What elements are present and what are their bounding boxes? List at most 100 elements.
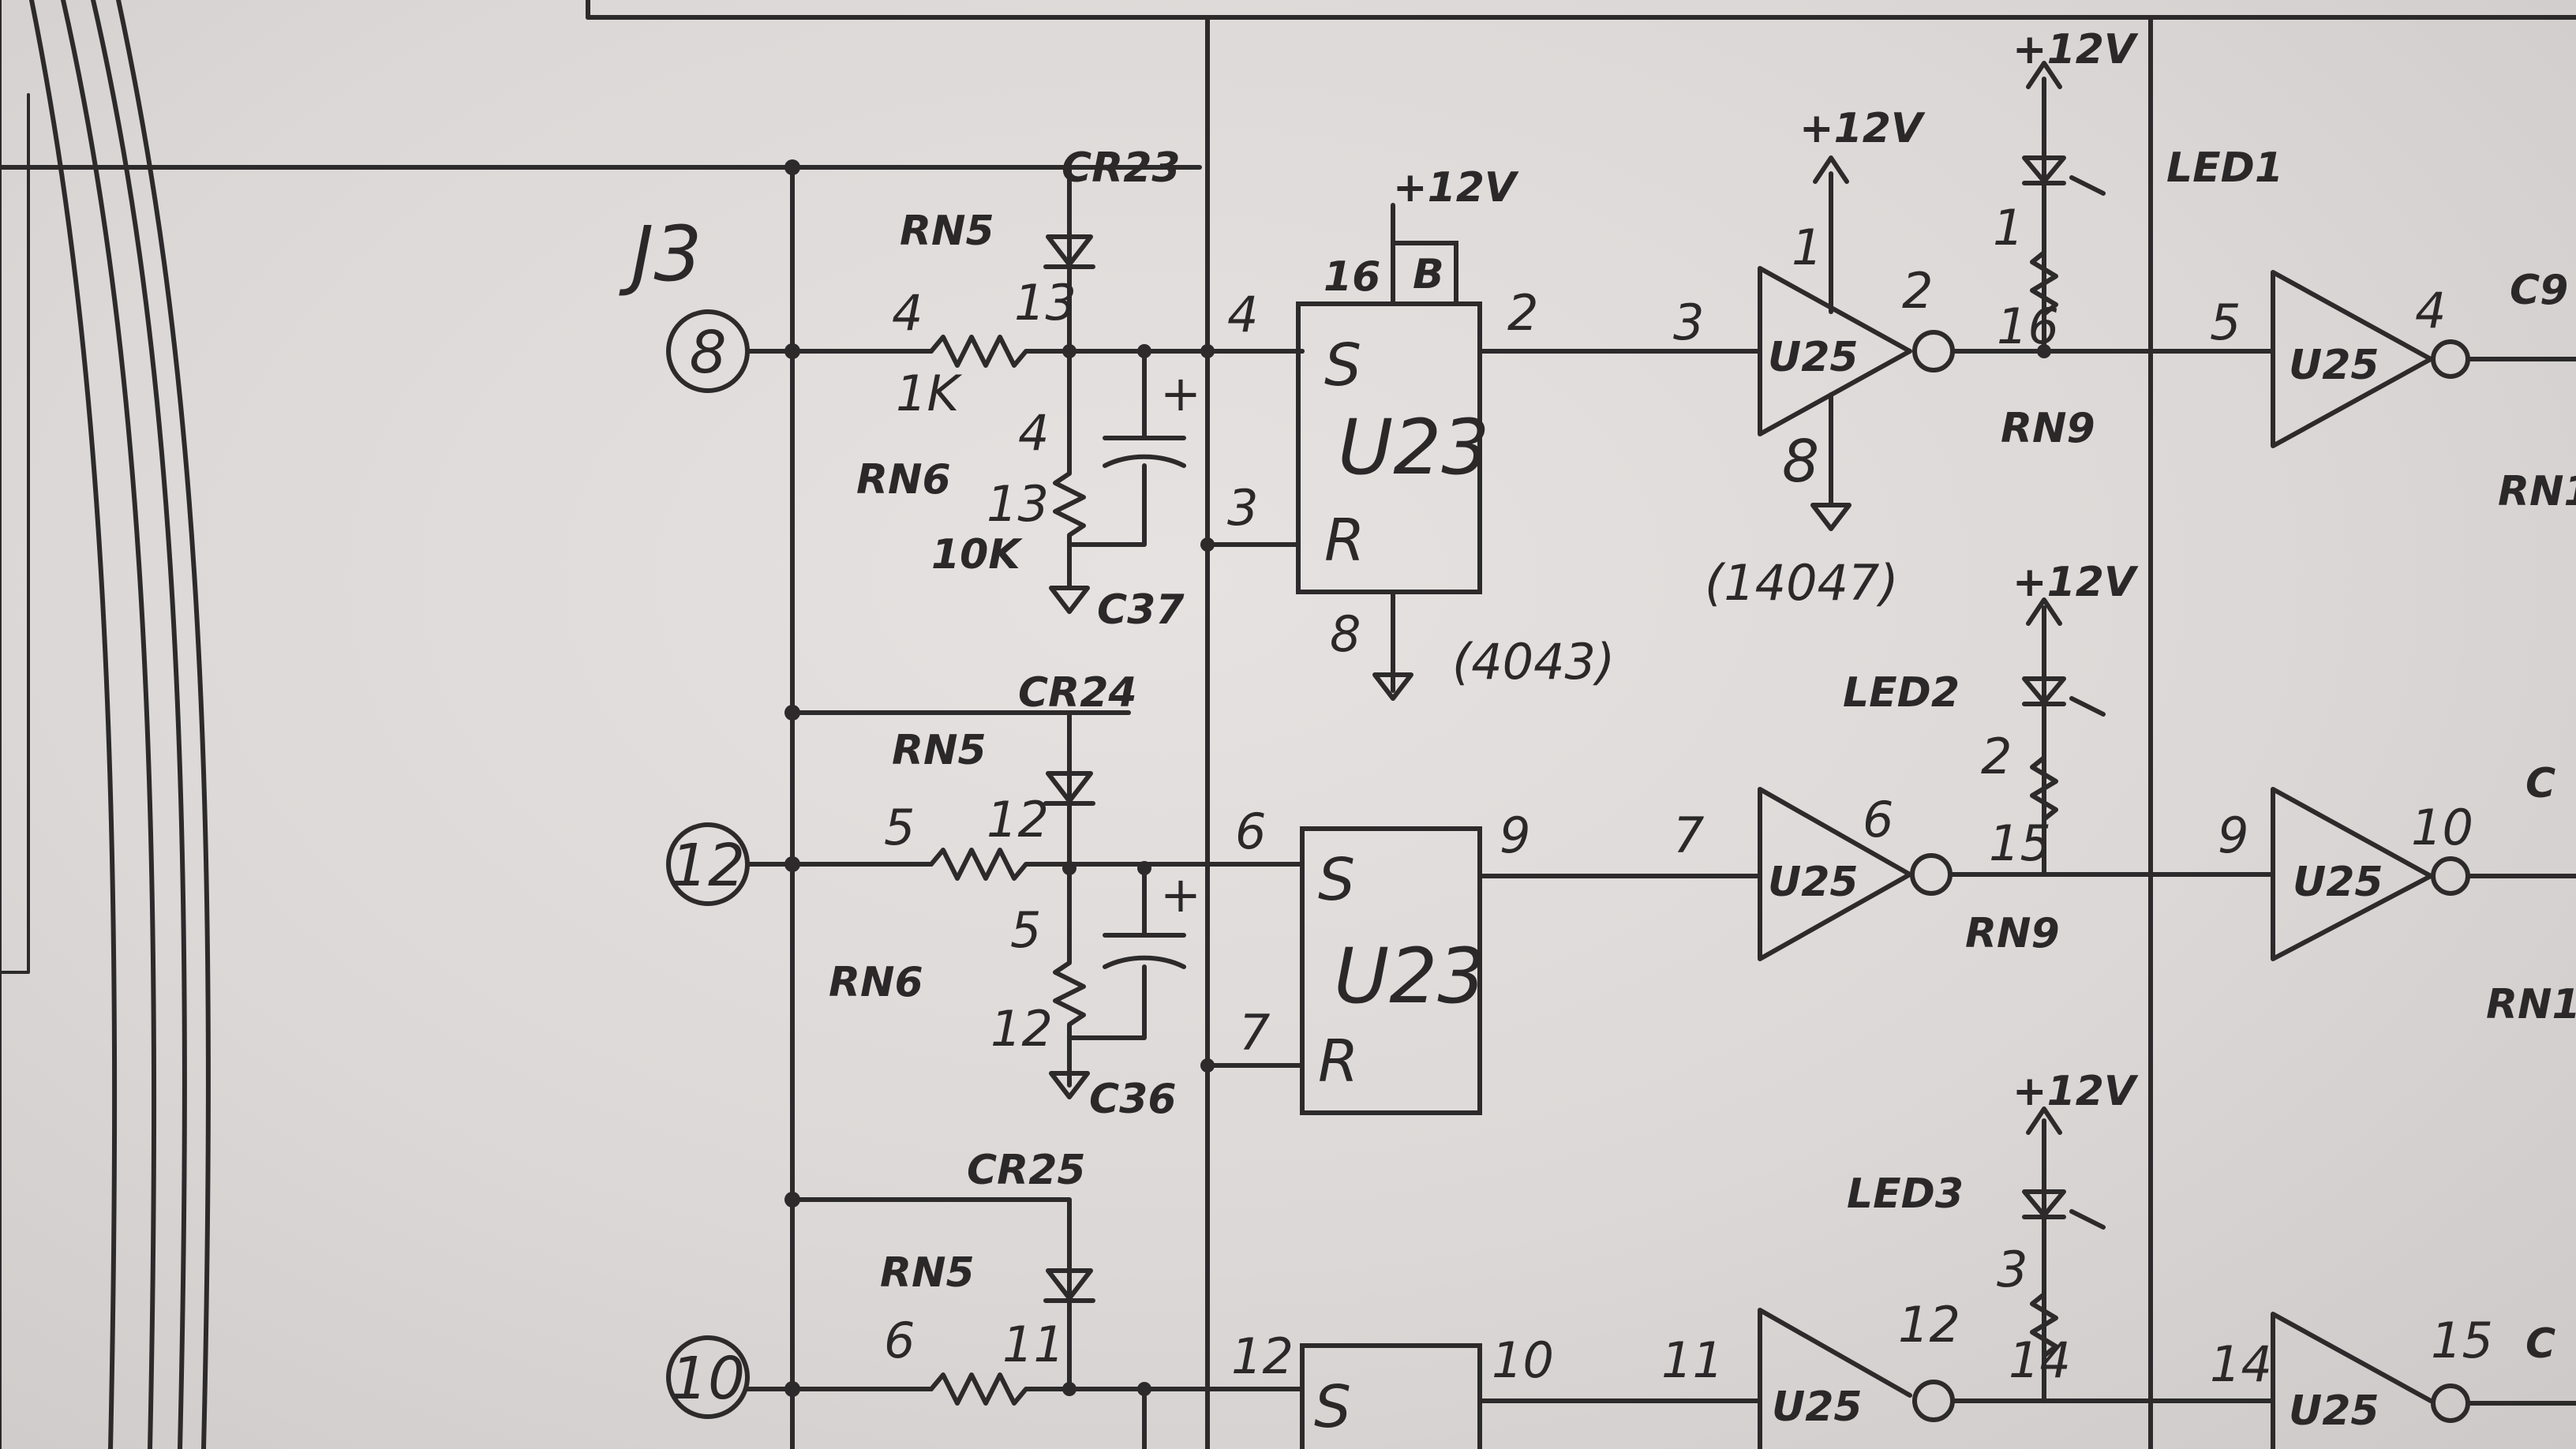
ground-u23	[1372, 672, 1413, 701]
flipflop-u23-3: S 12 10	[1231, 1327, 1762, 1449]
chip-ref: U23	[1334, 932, 1485, 1020]
part-number: (14047)	[1705, 554, 1899, 612]
pin-label: 15	[1989, 814, 2051, 872]
resistor-rn6-ch3	[929, 1372, 1305, 1406]
pin-label: 12	[987, 791, 1049, 848]
pin-label: 16	[1324, 253, 1380, 301]
buffer-u25-6: U25 14 15 C	[2210, 1312, 2576, 1449]
pin-label: 5	[2210, 294, 2241, 351]
connector-pin-10	[666, 1335, 750, 1419]
pin-label: 10	[2411, 799, 2473, 856]
resistor-value: 10K	[931, 531, 1023, 578]
edge-label: C	[2525, 1320, 2555, 1368]
ground-ch1	[1049, 582, 1090, 614]
pin-label: 2	[1507, 284, 1538, 342]
pin-label: 13	[1014, 274, 1076, 331]
pin-label: 5	[884, 799, 915, 856]
resistor-ref: RN10	[2498, 468, 2576, 515]
pin-label: 15	[2431, 1312, 2493, 1369]
edge-label: C9	[2510, 267, 2568, 314]
pin-label: 14	[2009, 1331, 2071, 1389]
polarity-mark: +	[1160, 866, 1201, 923]
chip-ref: U25	[2289, 1387, 2379, 1435]
pin-label: 3	[1997, 1241, 2027, 1298]
capacitor-c36	[1103, 933, 1186, 969]
resistor-ref: RN5	[892, 727, 987, 774]
diode-cr25	[1043, 1268, 1095, 1303]
resistor-ref: RN10	[2486, 981, 2576, 1028]
pin-label: 9	[1500, 807, 1530, 864]
resistor-value: 1K	[896, 365, 962, 422]
pin-label: 12	[1898, 1296, 1960, 1354]
ground-ch2	[1049, 1071, 1090, 1099]
resistor-ref: RN5	[880, 1249, 975, 1297]
pin-label: 4	[2415, 282, 2446, 339]
pin-label: 11	[1002, 1316, 1065, 1373]
led1-network: +12V LED1 1 16 RN9	[1993, 26, 2283, 452]
resistor-ref: RN5	[900, 208, 994, 255]
chip-ref: U25	[1768, 859, 1859, 906]
channel-2: CR24 RN5 12 12 5 RN6 5 12 + C36	[666, 669, 1305, 1123]
buffer-u25-3: U25 11 12	[1661, 1296, 2275, 1449]
buffer-u25-4: U25 5 4 C9 RN10	[2210, 267, 2576, 515]
chip-ref: U25	[1772, 1383, 1863, 1431]
pin-name: S	[1314, 1373, 1351, 1441]
pin-label: 4	[892, 284, 923, 342]
buffer-u25-1: U25 3 2 1 +12V 8 (14047)	[1673, 105, 2275, 612]
led-label: LED3	[1847, 1170, 1964, 1218]
edge-label: C	[2525, 760, 2555, 807]
pin-label: 12	[1231, 1327, 1294, 1385]
pin-label: 1	[1993, 199, 2024, 256]
connector-pin-label: 10	[671, 1345, 745, 1413]
supply-label: +12V	[1393, 164, 1519, 212]
capacitor-label: C36	[1089, 1076, 1177, 1123]
resistor-rn6-ch2	[929, 848, 1305, 881]
connector-label: J3	[619, 210, 702, 298]
left-wire-bundle	[0, 0, 211, 1449]
pin-label: 6	[1235, 803, 1266, 860]
led-label: LED2	[1843, 669, 1960, 717]
led-label: LED1	[2166, 144, 2283, 192]
diode-label: CR23	[1061, 144, 1181, 192]
pin-label: 3	[1227, 479, 1258, 537]
chip-ref: U23	[1338, 403, 1489, 492]
pin-label: 2	[1902, 262, 1933, 320]
channel-3: CR25 RN5 11 6 10	[666, 1147, 1305, 1449]
buffer-u25-5: U25 9 10 C RN10	[2218, 760, 2576, 1028]
supply-label: +12V	[2012, 1068, 2139, 1115]
polarity-mark: +	[1160, 365, 1201, 422]
led3	[2022, 1189, 2106, 1230]
led1	[2022, 155, 2106, 196]
pin-label: 7	[1239, 1004, 1270, 1061]
resistor-ref: RN6	[829, 959, 923, 1006]
capacitor-label: C37	[1097, 586, 1185, 634]
resistor-pulldown-ch2	[1053, 866, 1086, 1088]
flipflop-u23-2: S R U23 6 7 9	[1200, 803, 1762, 1115]
pin-name: R	[1324, 507, 1365, 575]
pin-label: 1	[1792, 219, 1822, 276]
chip-ref: U25	[1768, 334, 1859, 381]
pin-label: 16	[1997, 298, 2059, 355]
pin-label: 8	[1782, 428, 1819, 496]
pin-label: 7	[1673, 807, 1704, 864]
buffer-u25-2: U25 7 6	[1673, 787, 2275, 961]
pin-label: 12	[990, 1000, 1053, 1058]
diode-label: CR24	[1018, 669, 1137, 717]
diode-cr23	[1043, 234, 1095, 269]
pin-mark: B	[1413, 251, 1444, 298]
pin-label: 9	[2218, 807, 2248, 864]
flipflop-u23-1: 16 B +12V S R U23 4 3 2 8 (4043)	[1200, 164, 1762, 701]
pin-label: 3	[1673, 294, 1704, 351]
resistor-ref: RN9	[1965, 910, 2060, 957]
pin-label: 6	[884, 1312, 915, 1369]
pin-label: 11	[1661, 1331, 1724, 1389]
led3-network: +12V LED3 3 14	[1847, 1068, 2139, 1403]
pin-name: S	[1324, 331, 1361, 399]
capacitor-c37	[1103, 436, 1186, 468]
supply-label: +12V	[2012, 26, 2139, 73]
led2-network: +12V LED2 2 15 RN9	[1843, 559, 2139, 957]
pin-label: 2	[1981, 728, 2012, 785]
supply-label: +12V	[2012, 559, 2139, 606]
